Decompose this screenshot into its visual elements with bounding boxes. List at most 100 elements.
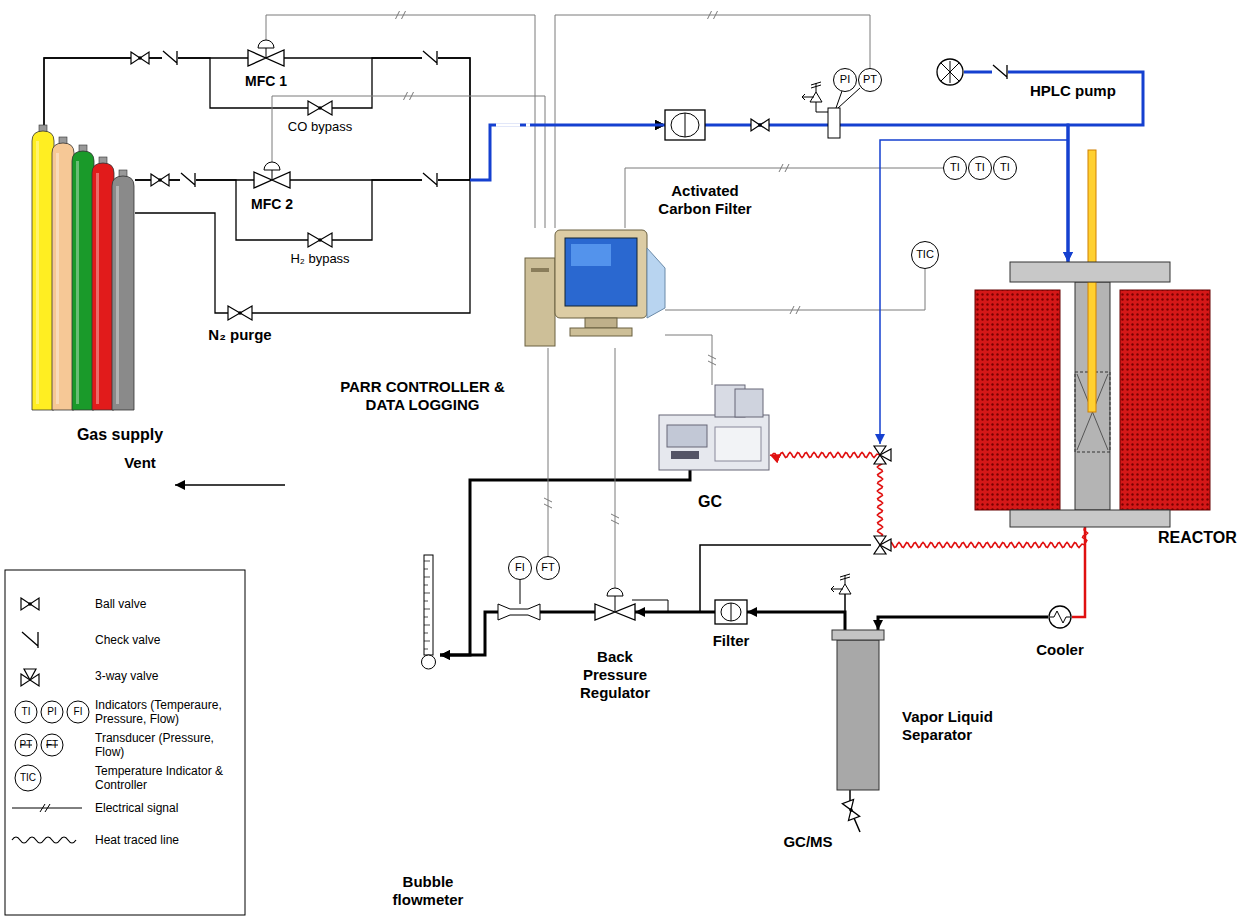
legend-text: Heat traced line bbox=[95, 833, 240, 847]
vent-arrow bbox=[175, 484, 285, 485]
legend-sample bbox=[15, 734, 37, 756]
check-valve bbox=[162, 51, 1008, 187]
process-line bbox=[705, 125, 1068, 262]
legend-sample bbox=[12, 804, 82, 812]
legend-sample bbox=[22, 632, 38, 648]
process-line bbox=[440, 470, 690, 655]
signal-tick bbox=[790, 306, 794, 314]
gas-cylinders-icon bbox=[30, 125, 135, 410]
bypass-valve-part bbox=[308, 233, 332, 247]
bypass-valve: H₂ bypass bbox=[308, 233, 332, 247]
gas-cylinders-part bbox=[32, 131, 54, 410]
ball-valve bbox=[131, 52, 769, 186]
hplc-pump-part bbox=[937, 59, 963, 85]
signal-tick bbox=[779, 164, 783, 172]
relief-valve bbox=[831, 574, 851, 594]
controller-computer-part bbox=[555, 230, 647, 318]
vapor-liquid-separator-part bbox=[832, 630, 884, 640]
instrument-tag: TI bbox=[975, 161, 985, 174]
signal-tick bbox=[404, 92, 408, 100]
signal-tick bbox=[714, 11, 718, 19]
legend-text: Ball valve bbox=[95, 597, 240, 611]
legend-sample bbox=[41, 701, 63, 723]
reactor-part bbox=[1120, 290, 1210, 510]
gas-cylinders: Gas supply bbox=[30, 125, 135, 410]
process-line bbox=[135, 213, 228, 313]
signal-tick bbox=[708, 361, 716, 365]
legend-text: Indicators (Temperaure, Pressure, Flow) bbox=[95, 698, 240, 727]
process-line bbox=[332, 58, 665, 180]
equipment-label: Bubble flowmeter bbox=[373, 873, 483, 909]
mass-flow-controller-part bbox=[266, 48, 267, 58]
legend-sample bbox=[12, 598, 89, 843]
bpr-sensing-line bbox=[632, 600, 668, 612]
process-line bbox=[135, 180, 308, 240]
reactor-icon bbox=[975, 262, 1210, 527]
mass-flow-controller: MFC 2 bbox=[254, 162, 290, 194]
gas-cylinders-part bbox=[96, 173, 99, 404]
relief-valve bbox=[831, 574, 851, 612]
legend-tag: FT bbox=[46, 739, 58, 751]
controller-computer-part bbox=[570, 328, 632, 336]
relief-valve bbox=[844, 594, 846, 612]
back-pressure-regulator-part bbox=[595, 604, 635, 620]
flow-element bbox=[498, 580, 540, 620]
legend-tag: PI bbox=[47, 706, 56, 718]
bubble-flowmeter-part bbox=[424, 569, 428, 570]
legend-box bbox=[5, 570, 245, 915]
bubble-flowmeter-part bbox=[424, 641, 430, 642]
legend-text: Transducer (Pressure, Flow) bbox=[95, 731, 240, 760]
temperature-indicator: TI bbox=[943, 156, 967, 180]
bubble-flowmeter-part bbox=[424, 585, 428, 586]
vapor-liquid-separator-part bbox=[832, 630, 884, 790]
equipment-label: Filter bbox=[701, 632, 761, 650]
pressure-tee bbox=[802, 82, 860, 138]
bypass-valve-icon bbox=[308, 101, 332, 115]
hplc-pump-part bbox=[937, 59, 963, 85]
bypass-valve-icon bbox=[308, 233, 332, 247]
equipment-label: Activated Carbon Filter bbox=[646, 182, 764, 218]
temperature-indicator: TI bbox=[993, 156, 1017, 180]
reactor-part bbox=[1010, 510, 1170, 527]
instrument-tag: TIC bbox=[916, 248, 934, 261]
equipment-label: HPLC pump bbox=[1030, 82, 1130, 100]
vapor-liquid-separator: Vapor Liquid Separator bbox=[832, 630, 884, 790]
equipment-label: N₂ purge bbox=[195, 326, 285, 344]
reactor-part bbox=[1075, 282, 1110, 510]
gas-chromatograph-icon bbox=[655, 385, 770, 470]
controller-computer-part bbox=[647, 248, 665, 318]
signal-tick bbox=[544, 498, 552, 502]
check-valve bbox=[180, 173, 196, 187]
purge-valve-part bbox=[228, 306, 252, 320]
process-line bbox=[252, 125, 665, 313]
equipment-label: MFC 2 bbox=[244, 196, 300, 213]
controller-computer-icon bbox=[525, 228, 665, 348]
bpr-sensing-line bbox=[632, 600, 668, 612]
reactor-part bbox=[975, 290, 1060, 510]
gas-chromatograph: GC bbox=[655, 385, 770, 470]
legend-tag: TI bbox=[22, 706, 31, 718]
process-line bbox=[964, 72, 1143, 262]
mass-flow-controller-part bbox=[254, 172, 290, 188]
carbon-filter-part bbox=[665, 110, 705, 140]
ball-valve bbox=[751, 119, 769, 131]
bubble-flowmeter-part bbox=[424, 633, 428, 634]
hplc-pump: HPLC pump bbox=[936, 58, 964, 86]
signal-line bbox=[615, 348, 616, 588]
legend-sample bbox=[41, 734, 63, 756]
legend-text: 3-way valve bbox=[95, 669, 240, 683]
legend-tag: TIC bbox=[20, 772, 36, 784]
controller-computer: PARR CONTROLLER & DATA LOGGING bbox=[525, 228, 665, 348]
legend-box bbox=[5, 570, 245, 915]
ball-valve bbox=[131, 52, 149, 64]
legend-sample bbox=[67, 701, 89, 723]
process-line bbox=[635, 611, 715, 614]
instrument-tag: FI bbox=[515, 561, 525, 574]
flow-element bbox=[498, 604, 540, 620]
equipment-label: Gas supply bbox=[50, 425, 190, 444]
temperature-indicator: TI bbox=[968, 156, 992, 180]
back-pressure-regulator-part bbox=[615, 596, 616, 612]
cooler-icon bbox=[1048, 605, 1072, 629]
signal-tick bbox=[396, 11, 801, 524]
